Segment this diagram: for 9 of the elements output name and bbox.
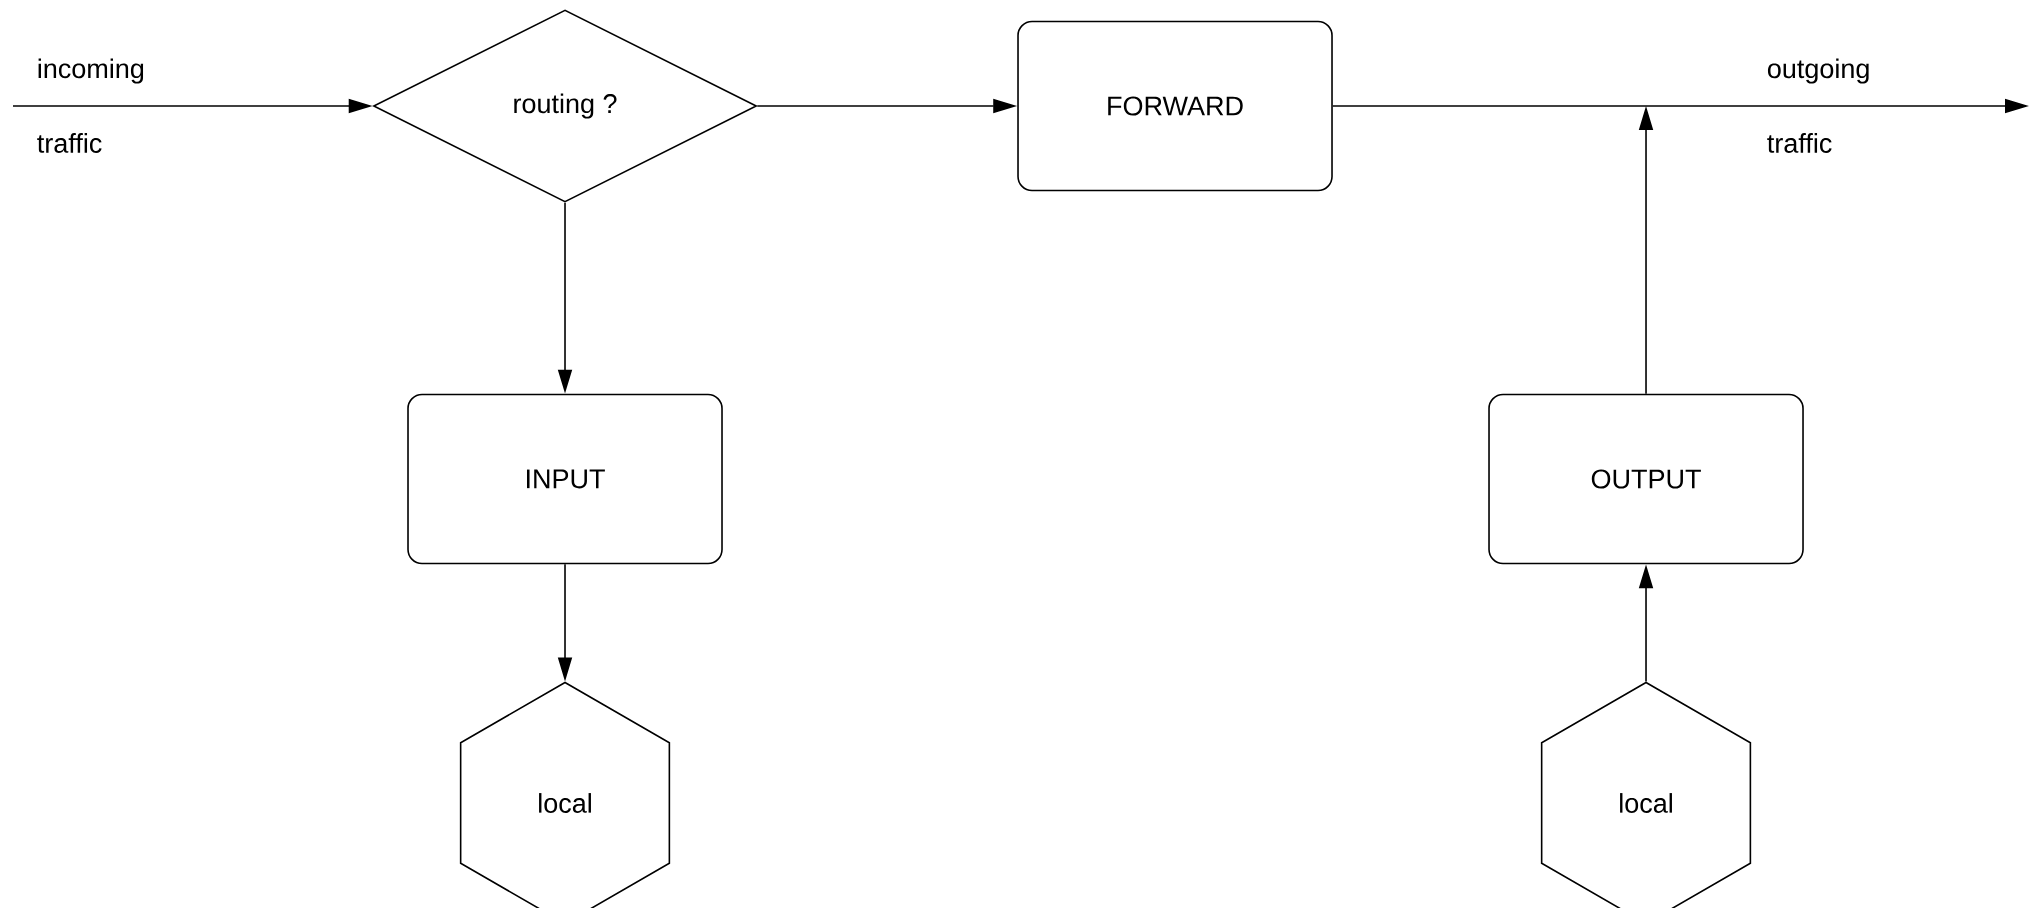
traffic-label: incoming (38, 58, 144, 84)
hexagon-node: local (1540, 681, 1752, 908)
process-box: OUTPUT (1488, 393, 1804, 565)
hexagon-node: local (459, 681, 671, 908)
process-box: INPUT (407, 393, 723, 565)
process-box: FORWARD (1017, 20, 1333, 192)
traffic-label: traffic (37, 133, 102, 153)
traffic-label: traffic (1767, 133, 1832, 153)
traffic-label: outgoing (1767, 58, 1869, 84)
